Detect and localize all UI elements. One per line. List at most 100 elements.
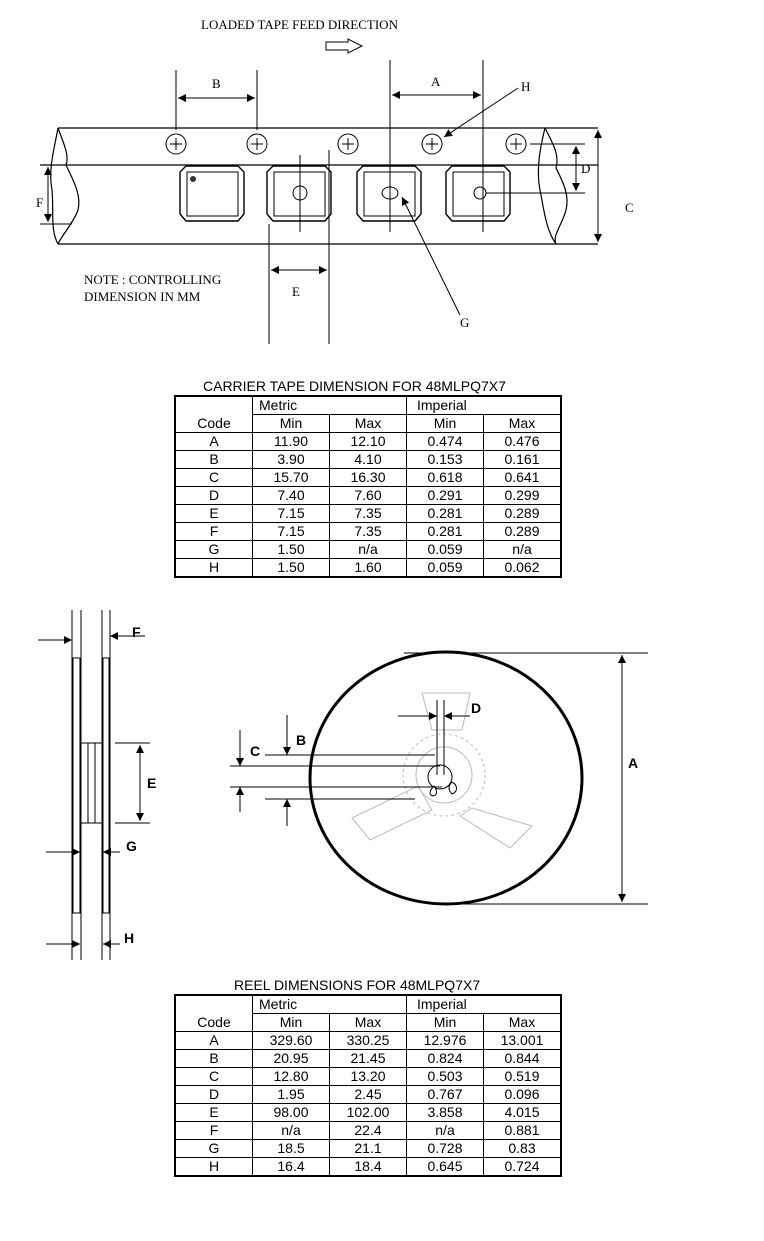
cell: 0.503 bbox=[406, 1067, 484, 1086]
cell: 0.281 bbox=[406, 504, 484, 523]
label-A: A bbox=[431, 74, 441, 89]
cell: 0.062 bbox=[483, 558, 562, 578]
dim-A bbox=[389, 60, 484, 232]
cell: 0.059 bbox=[406, 540, 484, 559]
cell: E bbox=[174, 504, 253, 523]
reel-label-B: B bbox=[296, 732, 307, 748]
cell: E bbox=[174, 1103, 253, 1122]
cell: n/a bbox=[329, 540, 407, 559]
cell: H bbox=[174, 1157, 253, 1177]
cell: A bbox=[174, 432, 253, 451]
cell: 22.4 bbox=[329, 1121, 407, 1140]
imperial-header: Imperial bbox=[406, 395, 562, 415]
cell: C bbox=[174, 468, 253, 487]
cell: 0.844 bbox=[483, 1049, 562, 1068]
cell: B bbox=[174, 450, 253, 469]
label-D: D bbox=[581, 161, 591, 176]
metric-header: Metric bbox=[252, 994, 407, 1014]
min-header: Min bbox=[406, 414, 484, 433]
max-header: Max bbox=[483, 414, 562, 433]
code-header: Code bbox=[174, 395, 253, 433]
dim-B bbox=[175, 70, 258, 130]
cell: 11.90 bbox=[252, 432, 330, 451]
cell: 0.289 bbox=[483, 522, 562, 541]
cell: 330.25 bbox=[329, 1031, 407, 1050]
cell: n/a bbox=[483, 540, 562, 559]
cell: 4.015 bbox=[483, 1103, 562, 1122]
reel-label-H: H bbox=[124, 930, 135, 946]
label-H: H bbox=[521, 79, 531, 94]
reel-dimensions bbox=[230, 652, 648, 905]
max-header: Max bbox=[483, 1013, 562, 1032]
cell: B bbox=[174, 1049, 253, 1068]
cell: 0.299 bbox=[483, 486, 562, 505]
cell: 4.10 bbox=[329, 450, 407, 469]
reel-label-D: D bbox=[471, 700, 482, 716]
dim-E bbox=[268, 150, 330, 344]
cell: 0.096 bbox=[483, 1085, 562, 1104]
cell: 0.767 bbox=[406, 1085, 484, 1104]
label-F: F bbox=[36, 195, 44, 210]
cell: 13.001 bbox=[483, 1031, 562, 1050]
note-line-2: DIMENSION IN MM bbox=[84, 289, 201, 304]
cell: 18.4 bbox=[329, 1157, 407, 1177]
cell: 1.60 bbox=[329, 558, 407, 578]
cell: 7.35 bbox=[329, 522, 407, 541]
cell: 0.83 bbox=[483, 1139, 562, 1158]
cell: 0.153 bbox=[406, 450, 484, 469]
cell: G bbox=[174, 1139, 253, 1158]
cell: 21.1 bbox=[329, 1139, 407, 1158]
reel-label-F: F bbox=[132, 624, 141, 640]
cell: 12.10 bbox=[329, 432, 407, 451]
cell: 329.60 bbox=[252, 1031, 330, 1050]
cell: 0.161 bbox=[483, 450, 562, 469]
cell: 3.858 bbox=[406, 1103, 484, 1122]
carrier-table-title: CARRIER TAPE DIMENSION FOR 48MLPQ7X7 bbox=[203, 378, 506, 394]
cell: 3.90 bbox=[252, 450, 330, 469]
cell: D bbox=[174, 1085, 253, 1104]
cell: 13.20 bbox=[329, 1067, 407, 1086]
cell: 0.728 bbox=[406, 1139, 484, 1158]
min-header: Min bbox=[252, 414, 330, 433]
tape-body bbox=[40, 127, 598, 245]
cell: 0.881 bbox=[483, 1121, 562, 1140]
cell: 0.641 bbox=[483, 468, 562, 487]
label-E: E bbox=[292, 284, 300, 299]
cell: 0.289 bbox=[483, 504, 562, 523]
reel-drawing bbox=[38, 610, 648, 960]
cell: 16.4 bbox=[252, 1157, 330, 1177]
max-header: Max bbox=[329, 414, 407, 433]
imperial-header: Imperial bbox=[406, 994, 562, 1014]
feed-direction-arrow-icon bbox=[325, 38, 364, 54]
cell: 7.35 bbox=[329, 504, 407, 523]
label-G: G bbox=[460, 315, 470, 330]
min-header: Min bbox=[252, 1013, 330, 1032]
cell: 20.95 bbox=[252, 1049, 330, 1068]
max-header: Max bbox=[329, 1013, 407, 1032]
cell: 0.645 bbox=[406, 1157, 484, 1177]
cell: 1.50 bbox=[252, 540, 330, 559]
cell: 0.824 bbox=[406, 1049, 484, 1068]
feed-direction-label: LOADED TAPE FEED DIRECTION bbox=[201, 17, 398, 32]
cell: n/a bbox=[406, 1121, 484, 1140]
cell: 0.618 bbox=[406, 468, 484, 487]
cell: 102.00 bbox=[329, 1103, 407, 1122]
cell: 1.95 bbox=[252, 1085, 330, 1104]
cell: 0.291 bbox=[406, 486, 484, 505]
cell: 7.15 bbox=[252, 504, 330, 523]
cell: 0.281 bbox=[406, 522, 484, 541]
cell: 18.5 bbox=[252, 1139, 330, 1158]
reel-label-A: A bbox=[628, 755, 639, 771]
